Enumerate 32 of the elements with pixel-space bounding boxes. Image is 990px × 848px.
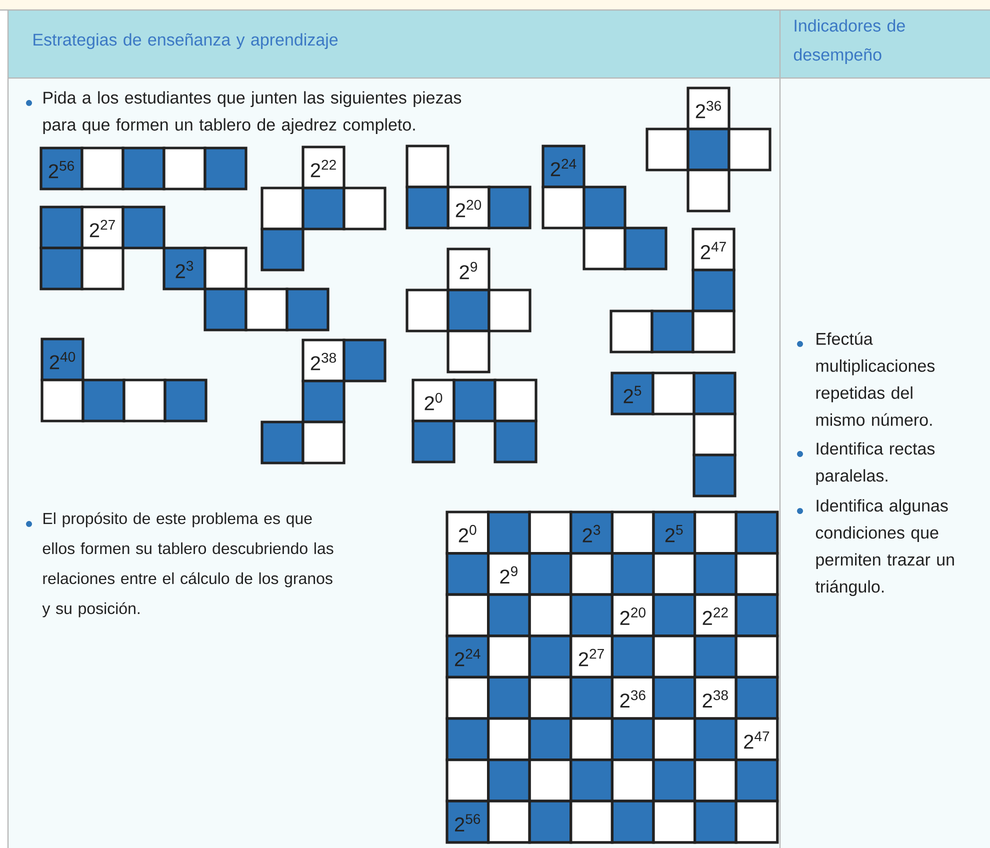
indicator-text: Efectúa multiplicaciones repetidas del mismo número. — [816, 332, 935, 426]
cell-number: 2$^{27}$ — [90, 220, 115, 238]
instruction-text: Pida a los estudiantes que junten las siguientes piezas para que formen un tablero de ajedrez completo. — [43, 91, 462, 134]
cell-number: 2$^{3}$ — [176, 260, 194, 278]
cell-number: 2$^{56}$ — [48, 160, 74, 178]
cell-number: 2$^{47}$ — [744, 732, 770, 749]
column-heading: Estrategias de enseñanza y aprendizaje — [34, 33, 338, 50]
cell-number: 2$^{36}$ — [696, 100, 721, 118]
cell-number: 2$^{0}$ — [458, 524, 476, 542]
cell-number: 2$^{56}$ — [455, 814, 480, 832]
cell-number: 2$^{38}$ — [310, 352, 336, 370]
cell-number: 2$^{9}$ — [500, 566, 518, 584]
cell-number: 2$^{5}$ — [624, 386, 642, 404]
cell-number: 2$^{38}$ — [702, 690, 728, 708]
cell-number: 2$^{9}$ — [460, 262, 478, 280]
cell-number: 2$^{5}$ — [665, 525, 683, 542]
cell-number: 2$^{3}$ — [582, 524, 600, 542]
cell-number: 2$^{22}$ — [702, 608, 728, 625]
cell-number: 2$^{47}$ — [700, 242, 726, 260]
cell-number: 2$^{40}$ — [50, 352, 76, 370]
cell-number: 2$^{22}$ — [310, 160, 336, 178]
indicator-text: Identifica algunas condiciones que permiten trazar un triángulo. — [815, 499, 954, 596]
indicator-text: Identifica rectas paralelas. — [816, 442, 935, 486]
cell-number: 2$^{27}$ — [578, 648, 604, 666]
cell-number: 2$^{20}$ — [456, 200, 482, 218]
cell-number: 2$^{20}$ — [620, 608, 646, 625]
cell-number: 2$^{24}$ — [455, 648, 480, 666]
cell-number: 2$^{24}$ — [550, 158, 576, 176]
cell-number: 2$^{36}$ — [620, 690, 646, 708]
cell-number: 2$^{0}$ — [424, 392, 442, 410]
instruction-text: El propósito de este problema es que ellos formen su tablero descubriendo las relaciones entre el cálculo de los granos y su posición. — [42, 512, 334, 618]
column-heading: Indicadores de desempeño — [794, 19, 905, 64]
